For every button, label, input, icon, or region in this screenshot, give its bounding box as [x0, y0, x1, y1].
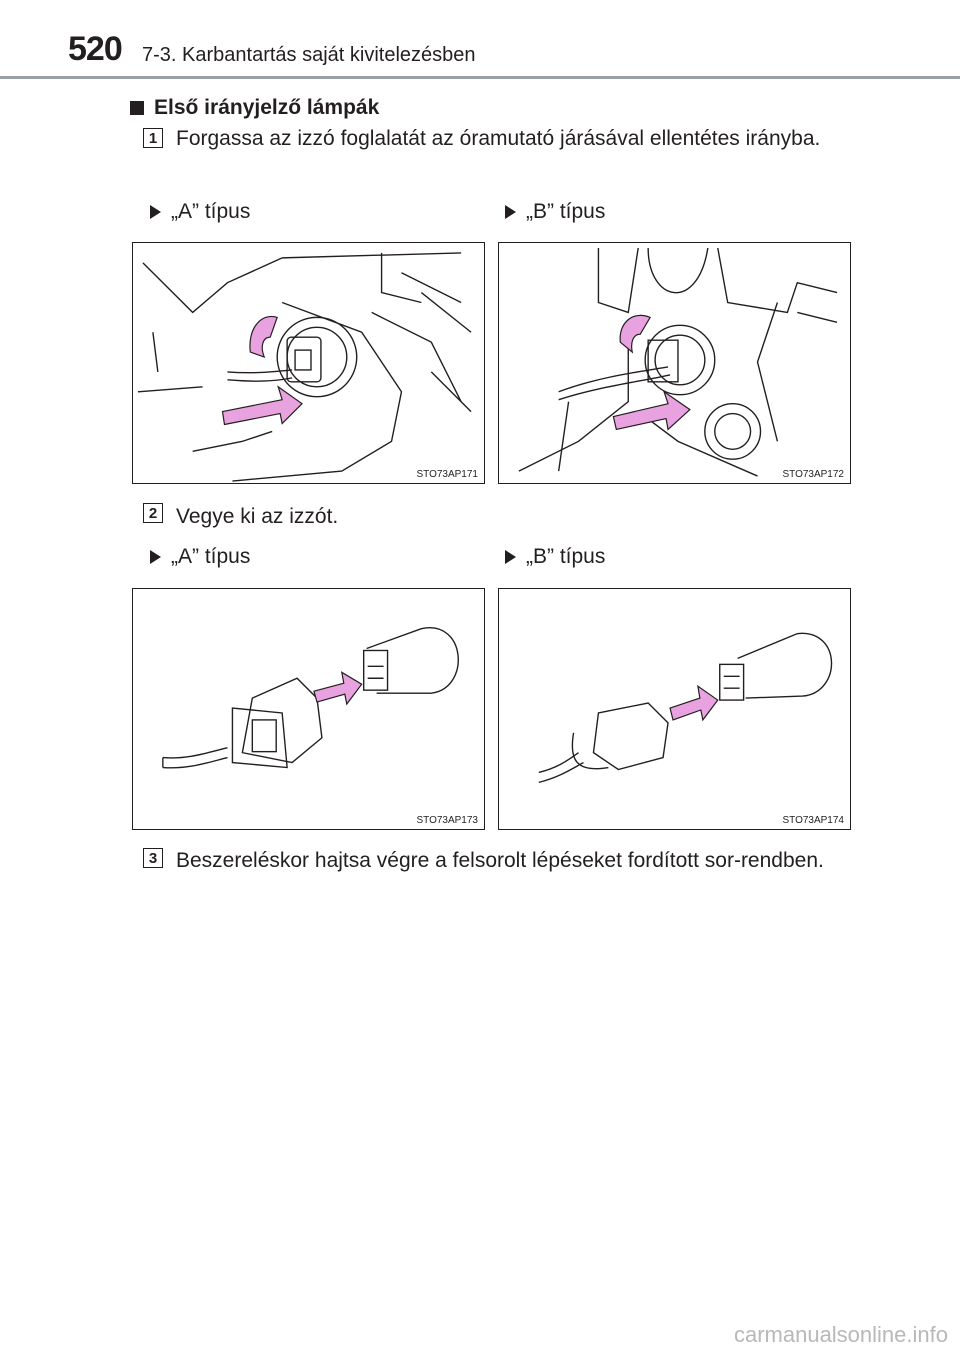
figure-code: STO73AP174 [782, 815, 844, 826]
triangle-bullet-icon [505, 205, 516, 219]
insert-arrow-icon [313, 671, 363, 706]
type-label-text: „B” típus [526, 545, 606, 568]
figure-code: STO73AP173 [416, 815, 478, 826]
rotate-arrow-icon [619, 314, 652, 354]
triangle-bullet-icon [150, 550, 161, 564]
bulb-socket-rotate-illustration [518, 247, 838, 477]
section-heading-text: Első irányjelző lámpák [154, 96, 380, 119]
type-label-text: „A” típus [171, 200, 251, 223]
step-text-1: Forgassa az izzó foglalatát az óramutató… [176, 127, 821, 150]
pull-arrow-icon [612, 390, 691, 431]
pull-arrow-icon [221, 385, 303, 426]
type-label-b-2: „B” típus [505, 545, 605, 569]
triangle-bullet-icon [150, 205, 161, 219]
bulb-removal-illustration [538, 632, 833, 784]
figure-type-a-rotate: STO73AP171 [132, 242, 485, 484]
bulb-removal-illustration [162, 627, 459, 769]
step-number-1: 1 [143, 128, 163, 148]
section-heading: Első irányjelző lámpák [130, 96, 379, 120]
triangle-bullet-icon [505, 550, 516, 564]
page-number: 520 [68, 30, 123, 68]
figure-type-b-remove: STO73AP174 [498, 588, 851, 830]
type-label-text: „B” típus [526, 200, 606, 223]
figure-code: STO73AP172 [782, 469, 844, 480]
watermark: carmanualsonline.info [733, 1322, 948, 1347]
step-number-2: 2 [143, 503, 163, 523]
header-rule [0, 76, 960, 79]
step-text-3: Beszereléskor hajtsa végre a felsorolt l… [176, 849, 824, 872]
chapter-title: 7-3. Karbantartás saját kivitelezésben [142, 44, 476, 66]
type-label-a-2: „A” típus [150, 545, 250, 569]
figure-code: STO73AP171 [416, 469, 478, 480]
type-label-b-1: „B” típus [505, 200, 605, 224]
rotate-arrow-icon [249, 315, 278, 359]
step-number-3: 3 [143, 848, 163, 868]
type-label-text: „A” típus [171, 545, 251, 568]
type-label-a-1: „A” típus [150, 200, 250, 224]
figure-type-a-remove: STO73AP173 [132, 588, 485, 830]
figure-type-b-rotate: STO73AP172 [498, 242, 851, 484]
square-bullet-icon [130, 101, 144, 115]
step-text-2: Vegye ki az izzót. [176, 505, 339, 528]
insert-arrow-icon [669, 684, 719, 722]
bulb-socket-rotate-illustration [137, 252, 472, 482]
